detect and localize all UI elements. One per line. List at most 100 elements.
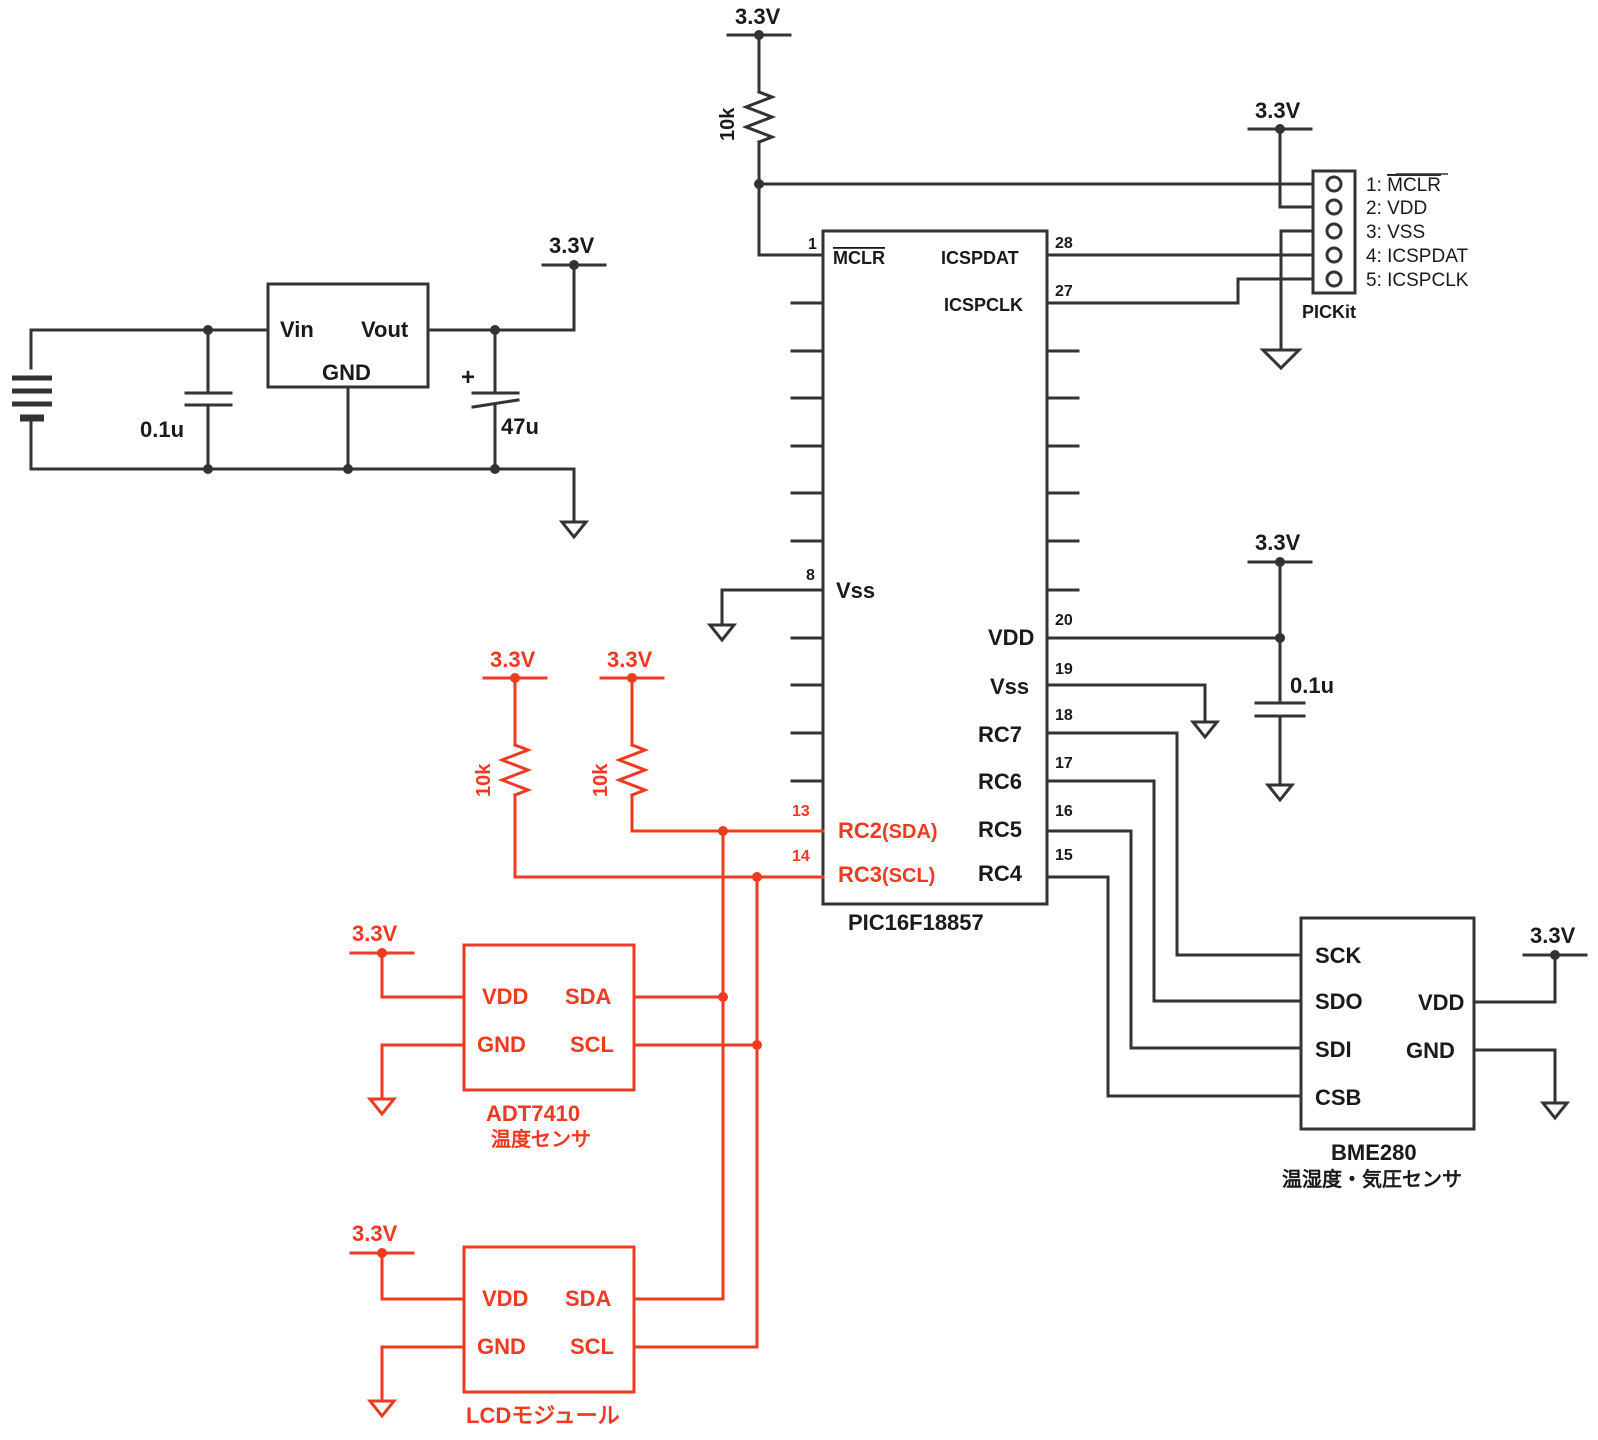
mcu-icspdat-label: ICSPDAT [941,248,1019,268]
regulator-gnd-label: GND [322,360,371,385]
mcu-rc3-label: RC3(SCL) [838,862,935,887]
adt7410-description: 温度センサ [491,1127,591,1151]
bme280-body [1299,916,1476,1131]
pickit-pin5-label: 5: ICSPCLK [1366,270,1469,291]
bme280-csb-label: CSB [1315,1085,1361,1110]
pin-13-number: 13 [792,803,810,820]
pullup1-rail-label: 3.3V [490,647,536,672]
ground-symbol [1259,348,1303,371]
ground-symbol [706,623,738,643]
i2c-bus [632,826,762,1349]
mcu-part-name: PIC16F18857 [848,910,984,935]
battery-symbol [12,328,52,471]
bme280-gnd-label: GND [1406,1038,1455,1063]
ground-symbol [1539,1101,1571,1121]
top-rail-label: 3.3V [735,4,781,29]
adt-gnd-label: GND [477,1032,526,1057]
regulator-section: 0.1u Vin Vout GND + 47u 3.3V [12,233,607,540]
pin-17-number: 17 [1055,755,1073,772]
junction-dot [203,464,213,474]
lcd-vdd-label: VDD [482,1286,528,1311]
lcd-scl-label: SCL [570,1334,614,1359]
pickit-pin3-label: 3: VSS [1366,222,1425,243]
regulator-vout-label: Vout [361,317,409,342]
regulator-vin-label: Vin [280,317,314,342]
pin-16-number: 16 [1055,803,1073,820]
mcu-vss-left-label: Vss [836,578,875,603]
pickit-pin-2 [1325,198,1343,216]
output-cap-value: 47u [501,414,539,439]
bme280-name: BME280 [1331,1140,1417,1165]
input-capacitor [184,328,233,471]
adt7410-sensor: 3.3V VDD GND SDA SCL ADT7410 温度センサ [349,921,636,1151]
pickit-rail-label: 3.3V [1255,98,1301,123]
mcu-rc5-label: RC5 [978,817,1022,842]
i2c-pullups: 3.3V 10k 3.3V 10k [473,647,825,879]
mcu-rc2-label: RC2(SDA) [838,818,938,843]
vdd-rail-label: 3.3V [1255,530,1301,555]
junction-dot [490,325,500,335]
lcd-name: LCDモジュール [466,1403,620,1428]
bme280-sck-label: SCK [1315,943,1362,968]
junction-dot [343,464,353,474]
pin-27-number: 27 [1055,283,1073,300]
pin-28-number: 28 [1055,235,1073,252]
pullup2-rail-label: 3.3V [607,647,653,672]
pin-1-number: 1 [808,236,817,253]
mcu-mclr-label: MCLR [833,248,885,268]
mcu-rc6-label: RC6 [978,769,1022,794]
ground-symbol [366,1399,398,1419]
pickit-pin1-label: 1: MCLR [1366,175,1441,196]
junction-dot [203,325,213,335]
lcd-rail-label: 3.3V [352,1221,398,1246]
ground-symbol [366,1097,398,1117]
ground-symbol [558,520,590,540]
bme280-vdd-label: VDD [1418,990,1464,1015]
vdd-decoupling: 3.3V 0.1u [1045,530,1334,803]
bme-rail-label: 3.3V [1530,923,1576,948]
lcd-module: 3.3V VDD GND SDA SCL LCDモジュール [349,1221,636,1428]
mcu-chip: 1 MCLR ICSPDAT 28 ICSPCLK 27 8 Vss VDD 2… [706,229,1080,935]
lcd-gnd-label: GND [477,1334,526,1359]
pickit-label: PICKit [1302,302,1356,322]
bme280-sdo-label: SDO [1315,989,1363,1014]
spi-wiring [1045,731,1303,1098]
reg-rail-label: 3.3V [549,233,595,258]
pin-8-number: 8 [806,567,815,584]
scl-pullup-value: 10k [473,763,495,797]
scl-pullup-resistor [497,743,533,797]
pin-19-number: 19 [1055,661,1073,678]
mclr-resistor-value: 10k [717,107,739,141]
ground-symbol [1264,783,1296,803]
output-electrolytic-capacitor [471,328,520,471]
mcu-vss-right-label: Vss [990,674,1029,699]
bme280-sensor: SCK SDO SDI CSB VDD GND BME280 温湿度・気圧センサ… [1282,916,1588,1191]
polarity-plus: + [461,364,475,391]
pin-18-number: 18 [1055,707,1073,724]
adt-vdd-label: VDD [482,984,528,1009]
bme280-sdi-label: SDI [1315,1037,1352,1062]
adt-scl-label: SCL [570,1032,614,1057]
input-cap-value: 0.1u [140,417,184,442]
pickit-pin2-label: 2: VDD [1366,198,1427,219]
sda-pullup-value: 10k [590,763,612,797]
mcu-left-pins [790,301,825,783]
mcu-body [821,229,1049,906]
adt7410-name: ADT7410 [486,1101,580,1126]
adt7410-body [462,943,636,1092]
mcu-vdd-label: VDD [988,625,1034,650]
mcu-rc4-label: RC4 [978,861,1023,886]
ground-symbol [1189,720,1221,740]
mclr-resistor [741,90,777,144]
pickit-pin-3 [1325,222,1343,240]
mcu-rc7-label: RC7 [978,722,1022,747]
mcu-icspclk-label: ICSPCLK [944,295,1023,315]
pin-20-number: 20 [1055,612,1073,629]
mclr-pullup: 3.3V 10k [717,4,1283,257]
lcd-body [462,1245,636,1394]
pin-14-number: 14 [792,848,810,865]
pickit-pin4-label: 4: ICSPDAT [1366,246,1468,267]
bme280-description: 温湿度・気圧センサ [1282,1167,1462,1191]
pickit-pin-4 [1325,246,1343,264]
